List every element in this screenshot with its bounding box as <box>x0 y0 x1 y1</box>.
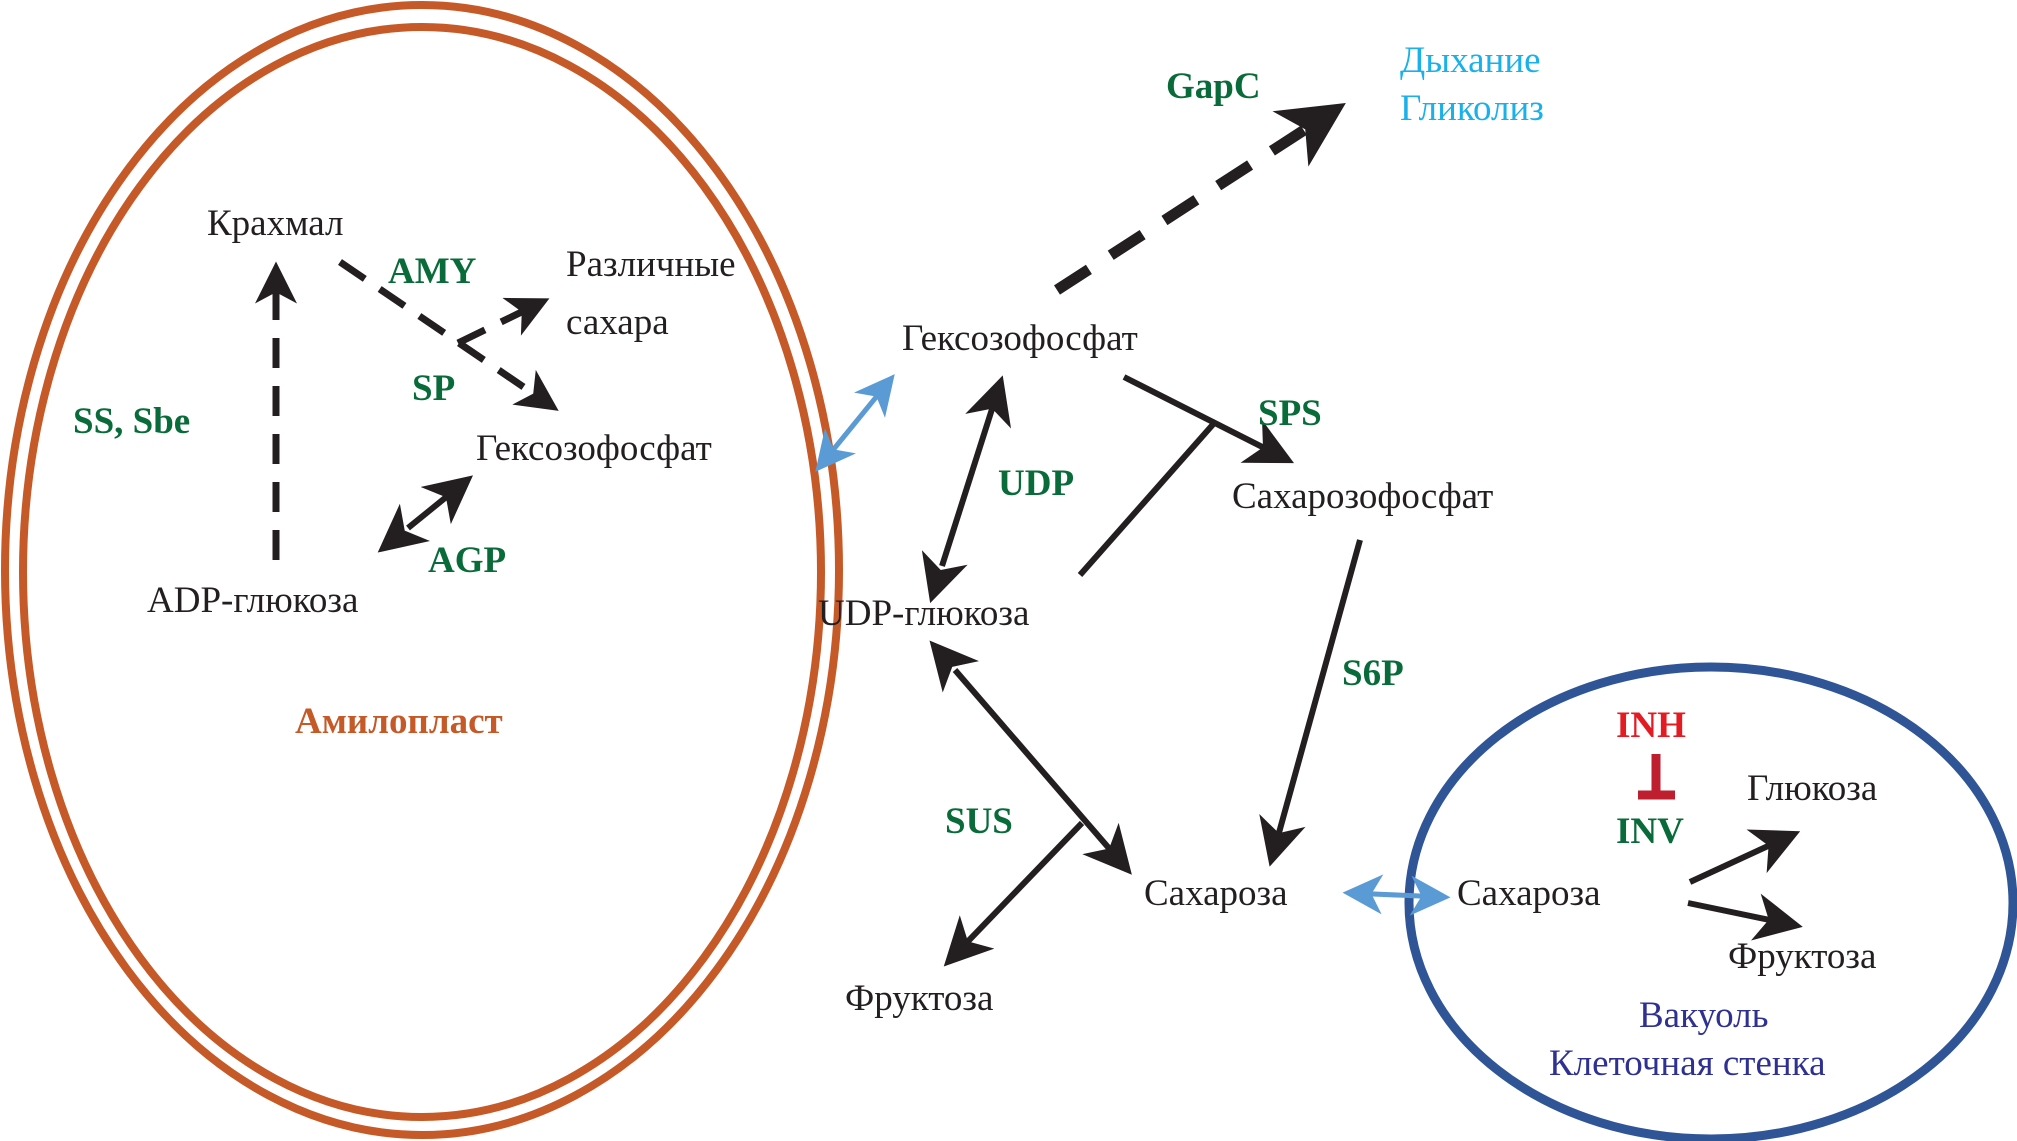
enzyme-sus: SUS <box>945 801 1013 842</box>
label-hexosephosphate-cytosol: Гексозофосфат <box>902 318 1138 359</box>
label-various-sugars-1: Различные <box>566 244 736 285</box>
label-udp-glucose: UDP-глюкоза <box>818 593 1029 634</box>
enzyme-agp: AGP <box>428 540 506 581</box>
label-various-sugars-2: сахара <box>566 302 669 343</box>
arrow-inv-to-fructose <box>1687 893 1803 941</box>
amyloplast-outer-membrane <box>1 1 843 1139</box>
enzyme-udp: UDP <box>998 463 1074 504</box>
arrow-inv-to-glucose <box>1688 829 1801 885</box>
arrow-udp-bidirectional <box>921 375 1012 604</box>
label-vacuole: Вакуоль <box>1639 995 1768 1036</box>
label-glycolysis: Гликолиз <box>1400 88 1544 129</box>
label-fructose-cytosol: Фруктоза <box>845 978 993 1019</box>
arrow-sps-main <box>1122 374 1295 464</box>
label-starch: Крахмал <box>207 203 343 244</box>
arrow-starch-to-hexosephosphate-plastid <box>338 259 559 411</box>
enzyme-ss-sbe: SS, Sbe <box>73 401 190 442</box>
arrow-agp-bidirectional <box>377 475 473 553</box>
inhibition-symbol <box>1638 754 1675 800</box>
amyloplast-membrane <box>1 1 843 1139</box>
transport-hexosephosphate <box>815 374 895 472</box>
label-hexosephosphate-plastid: Гексозофосфат <box>476 428 712 469</box>
label-cell-wall: Клеточная стенка <box>1549 1043 1826 1084</box>
label-amyloplast: Амилопласт <box>295 701 503 742</box>
label-glucose-vacuole: Глюкоза <box>1747 768 1877 809</box>
arrow-sus-to-fructose <box>943 820 1085 967</box>
arrow-s6p <box>1259 539 1363 867</box>
label-adp-glucose: ADP-глюкоза <box>147 580 358 621</box>
arrow-sps-branch <box>1077 419 1219 577</box>
enzyme-amy: AMY <box>388 251 477 292</box>
inhibitor-inh: INH <box>1616 705 1686 746</box>
arrow-to-various-sugars <box>456 297 550 347</box>
amyloplast-inner-membrane <box>19 23 825 1121</box>
label-sucrose-vacuole: Сахароза <box>1457 873 1601 914</box>
transport-sucrose <box>1342 874 1451 916</box>
label-sucrose-phosphate: Сахарозофосфат <box>1232 476 1493 517</box>
label-fructose-vacuole: Фруктоза <box>1728 936 1876 977</box>
label-sucrose-cytosol: Сахароза <box>1144 873 1288 914</box>
enzyme-s6p: S6P <box>1342 653 1404 694</box>
enzyme-sps: SPS <box>1258 393 1322 434</box>
enzyme-gapc: GapC <box>1166 66 1261 107</box>
arrow-hexosephosphate-to-glycolysis <box>1054 103 1346 295</box>
label-respiration: Дыхание <box>1400 40 1541 81</box>
enzyme-inv: INV <box>1616 811 1684 852</box>
enzyme-sp: SP <box>412 368 455 409</box>
arrow-sus-bidirectional <box>929 640 1132 875</box>
